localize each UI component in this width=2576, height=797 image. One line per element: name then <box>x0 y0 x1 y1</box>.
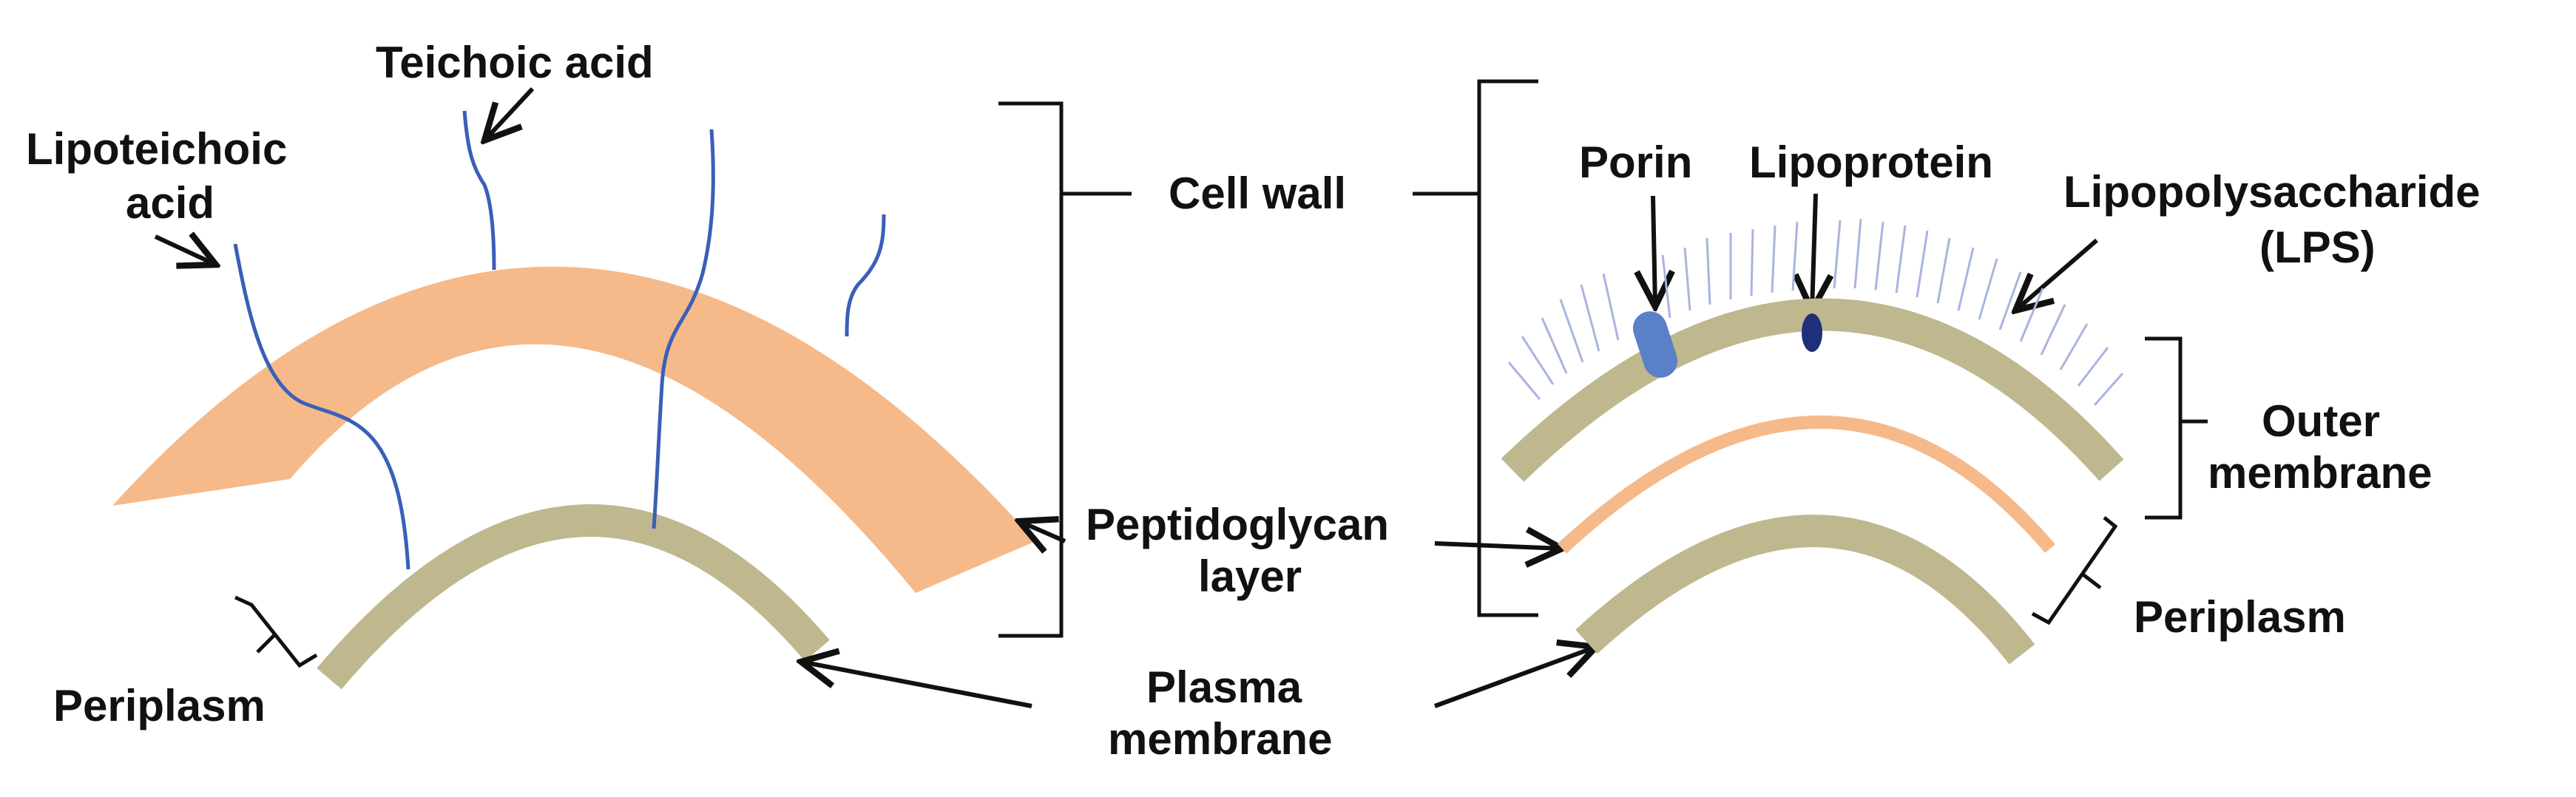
label-lipoprotein: Lipoprotein <box>1749 138 1993 187</box>
peptidoglycan-layer-right <box>1557 416 2055 554</box>
label-cell-wall: Cell wall <box>1169 169 1346 218</box>
center-annotations <box>154 79 2098 708</box>
label-periplasm-left: Periplasm <box>53 681 266 730</box>
peptidoglycan-layer-left <box>112 266 1035 593</box>
label-lipoteichoic-acid-1: Lipoteichoic <box>26 124 287 174</box>
plasma-membrane-left <box>317 504 830 690</box>
periplasm-bracket-right <box>2031 516 2118 625</box>
teichoic-acid-strand-1 <box>462 110 496 271</box>
plasma-membrane-right <box>1575 515 2035 665</box>
label-plasma-membrane-2: membrane <box>1108 714 1332 764</box>
label-lps-1: Lipopolysaccharide <box>2063 167 2481 217</box>
label-outer-membrane-1: Outer <box>2262 396 2380 446</box>
arrow-peptidoglycan-left <box>1019 521 1066 541</box>
label-plasma-membrane-1: Plasma <box>1146 662 1302 712</box>
label-periplasm-right: Periplasm <box>2134 592 2346 642</box>
teichoic-acid-strand-2 <box>845 214 886 337</box>
label-lipoteichoic-acid-2: acid <box>126 178 214 228</box>
label-porin: Porin <box>1579 138 1692 187</box>
arrow-porin <box>1653 195 1655 307</box>
arrow-lipoteichoic-acid <box>154 237 216 265</box>
gram-positive-panel <box>112 110 1035 690</box>
arrow-plasma-membrane-right <box>1433 647 1596 708</box>
text-labels: Teichoic acid Lipoteichoic acid Periplas… <box>26 38 2481 764</box>
outer-membrane-bracket <box>2145 336 2208 520</box>
cell-wall-bracket-left <box>998 101 1132 638</box>
porin-protein <box>1632 311 1678 378</box>
lipoteichoic-acid-strand <box>233 243 410 570</box>
lps-strands <box>1507 218 2124 406</box>
arrow-plasma-membrane-left <box>801 662 1032 708</box>
label-teichoic-acid: Teichoic acid <box>376 38 654 87</box>
arrow-lipoprotein <box>1812 193 1816 311</box>
gram-negative-panel <box>1501 218 2208 665</box>
arrow-peptidoglycan-right <box>1434 543 1562 549</box>
cell-wall-bracket-right <box>1413 79 1538 617</box>
label-peptidoglycan-1: Peptidoglycan <box>1086 500 1389 549</box>
lipoprotein-protein <box>1802 313 1822 352</box>
arrow-teichoic-acid <box>484 87 535 140</box>
arrow-lps <box>2015 238 2098 311</box>
label-arrows <box>154 87 2098 708</box>
label-lps-2: (LPS) <box>2259 223 2376 272</box>
teichoic-strands <box>233 110 886 570</box>
label-peptidoglycan-2: layer <box>1198 552 1302 601</box>
lipoteichoic-acid-strand-2 <box>652 129 715 529</box>
periplasm-bracket-left <box>234 595 318 668</box>
outer-membrane <box>1501 298 2124 482</box>
label-outer-membrane-2: membrane <box>2208 448 2432 498</box>
